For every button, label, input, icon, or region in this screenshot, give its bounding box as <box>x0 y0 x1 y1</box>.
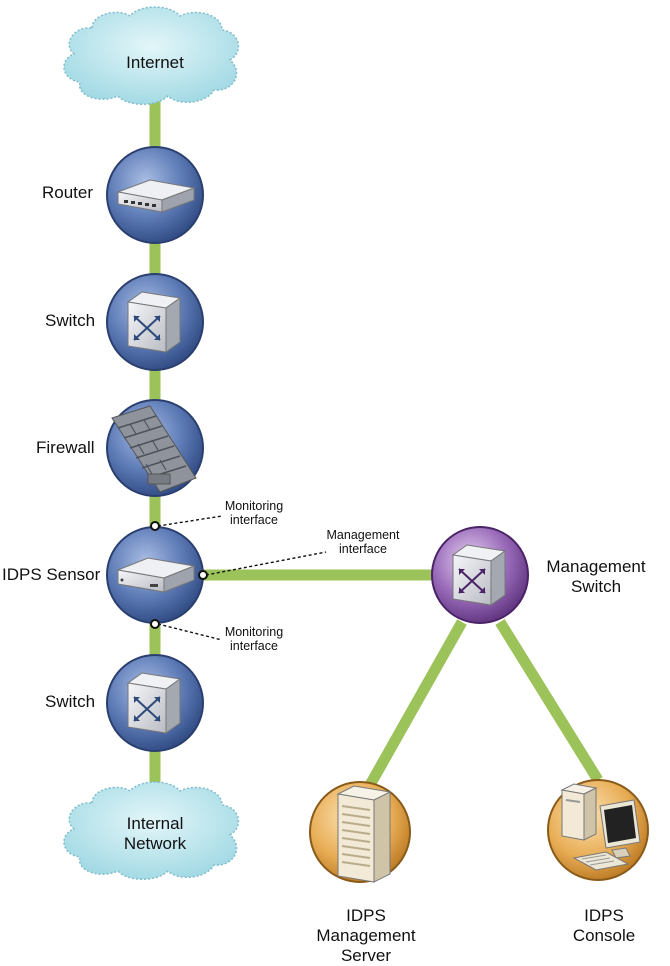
router-node <box>106 146 204 244</box>
idps-sensor-label: IDPS Sensor <box>2 565 101 584</box>
switch-bottom-label: Switch <box>45 692 95 711</box>
switch-icon <box>126 672 182 734</box>
switch-icon <box>451 544 507 606</box>
computer-workstation-icon <box>560 783 641 871</box>
server-rack-icon <box>336 785 392 883</box>
management-interface-label-line2: interface <box>339 542 387 556</box>
console-label-line1: IDPS <box>584 906 624 925</box>
management-server-label-line1: IDPS <box>346 906 386 925</box>
sensor-appliance-icon <box>116 557 196 593</box>
idps-sensor-node <box>106 526 204 624</box>
management-switch-label-line2: Switch <box>571 577 621 596</box>
router-label: Router <box>42 183 93 202</box>
monitoring-interface-top-label-line2: interface <box>230 513 278 527</box>
management-switch-label-line1: Management <box>546 557 646 576</box>
switch-bottom-node <box>106 654 204 752</box>
links <box>149 100 603 790</box>
switch-top-node <box>106 273 204 371</box>
internet-label: Internet <box>126 53 184 72</box>
management-server-node <box>309 781 411 883</box>
firewall-label: Firewall <box>36 438 95 457</box>
internet-cloud: Internet <box>63 6 240 105</box>
internal-network-label-line2: Network <box>124 834 187 853</box>
switch-icon <box>126 291 182 353</box>
switch-top-label: Switch <box>45 311 95 330</box>
monitoring-interface-top-label-line1: Monitoring <box>225 499 283 513</box>
management-server-label-line2: Management <box>316 926 416 945</box>
monitoring-interface-top: Monitoring interface <box>150 499 283 531</box>
management-interface: Management interface <box>198 528 400 580</box>
monitoring-interface-bottom-label-line2: interface <box>230 639 278 653</box>
management-switch-node <box>431 526 529 624</box>
link-mgmt-switch-server <box>365 619 467 788</box>
router-icon <box>116 179 196 213</box>
monitoring-interface-bottom-label-line1: Monitoring <box>225 625 283 639</box>
svg-text:Network: Network <box>124 834 187 853</box>
management-server-label-line3: Server <box>341 946 391 965</box>
link-mgmt-switch-console <box>495 619 603 783</box>
console-node <box>547 779 649 881</box>
svg-text:Internal: Internal <box>127 814 184 833</box>
firewall-node <box>106 399 204 497</box>
monitoring-interface-bottom: Monitoring interface <box>150 619 283 653</box>
console-label-line2: Console <box>573 926 635 945</box>
management-interface-label-line1: Management <box>327 528 400 542</box>
internal-network-cloud: Internal Network <box>63 781 240 880</box>
brick-wall-icon <box>111 405 197 493</box>
internal-network-label-line1: Internal <box>127 814 184 833</box>
